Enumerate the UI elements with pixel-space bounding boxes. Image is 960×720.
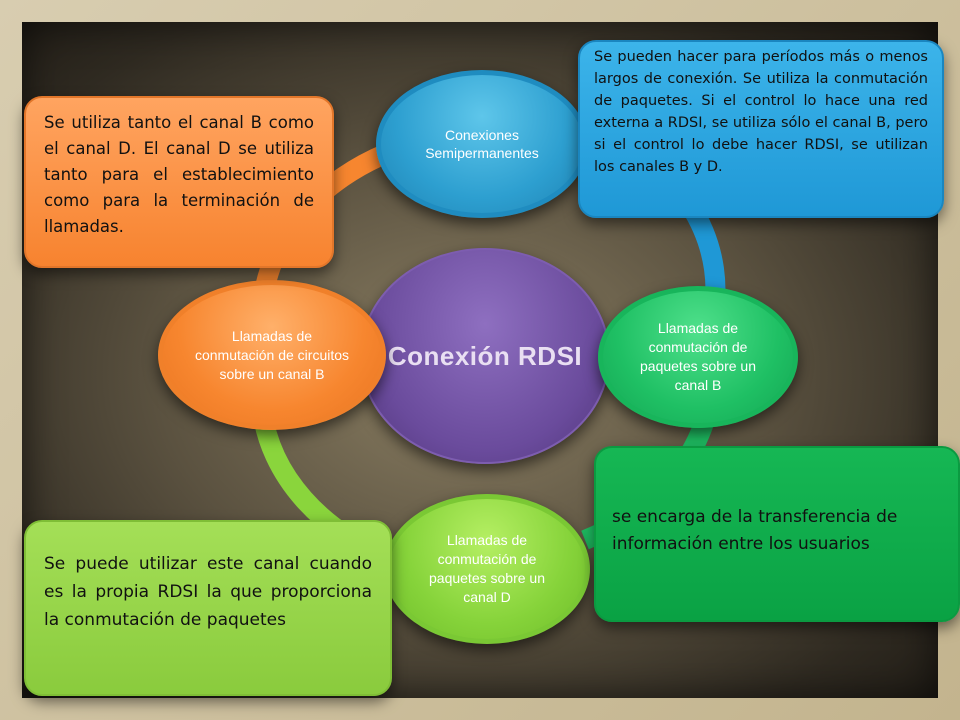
callout-paquetes-canal-b: se encarga de la transferencia de inform…: [594, 446, 960, 622]
callout-bottom-left-text: Se puede utilizar este canal cuando es l…: [44, 554, 372, 630]
center-node: Conexión RDSI: [360, 248, 610, 464]
callout-bottom-right-text: se encarga de la transferencia de inform…: [612, 507, 898, 554]
callout-paquetes-canal-d: Se puede utilizar este canal cuando es l…: [24, 520, 392, 696]
node-top-label: Conexiones Semipermanentes: [425, 127, 539, 161]
callout-semipermanentes: Se pueden hacer para períodos más o meno…: [578, 40, 944, 218]
node-paquetes-canal-b: Llamadas de conmutación de paquetes sobr…: [598, 286, 798, 428]
callout-circuitos: Se utiliza tanto el canal B como el cana…: [24, 96, 334, 268]
node-bottom-label: Llamadas de conmutación de paquetes sobr…: [429, 532, 545, 605]
node-left-label: Llamadas de conmutación de circuitos sob…: [194, 327, 350, 382]
center-label: Conexión RDSI: [387, 340, 583, 371]
node-right-label: Llamadas de conmutación de paquetes sobr…: [640, 320, 756, 393]
node-circuitos-canal-b: Llamadas de conmutación de circuitos sob…: [158, 280, 386, 430]
node-conexiones-semipermanentes: Conexiones Semipermanentes: [376, 70, 588, 218]
callout-top-left-text: Se utiliza tanto el canal B como el cana…: [44, 113, 314, 236]
node-paquetes-canal-d: Llamadas de conmutación de paquetes sobr…: [384, 494, 590, 644]
callout-top-right-text: Se pueden hacer para períodos más o meno…: [594, 49, 928, 175]
